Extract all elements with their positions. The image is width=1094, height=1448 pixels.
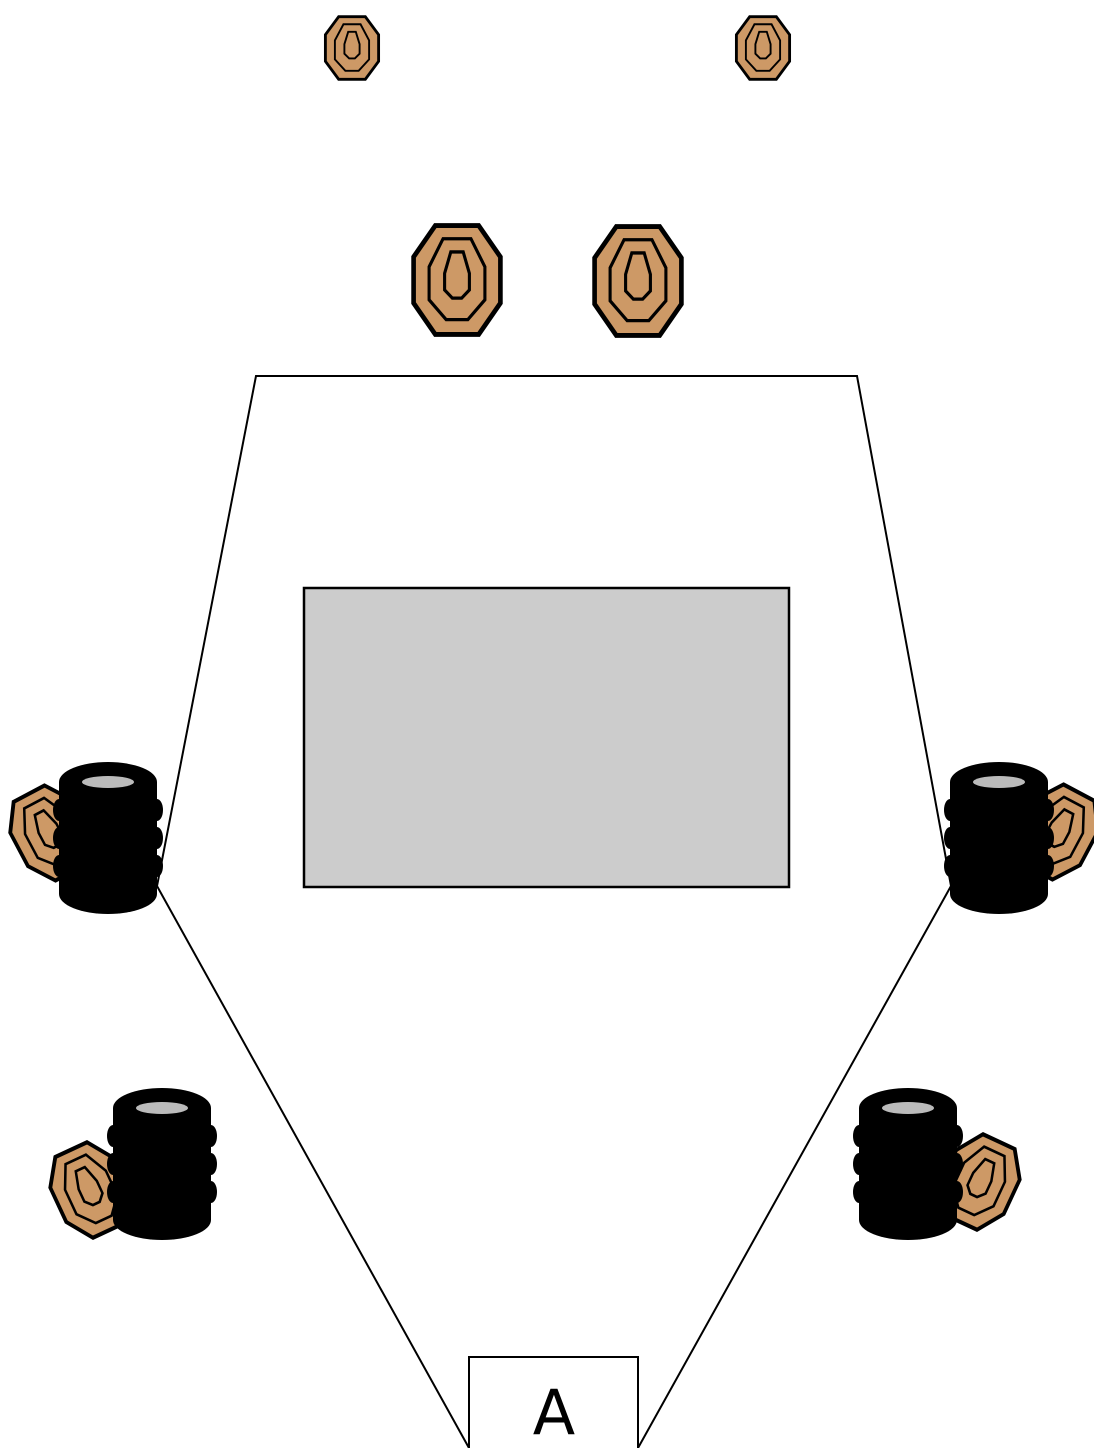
target-mid-right: [595, 227, 682, 336]
barrel-stack-lower-left: [107, 1088, 217, 1240]
start-box: A: [468, 1356, 639, 1448]
target-far-right: [734, 15, 792, 81]
target-mid-left: [414, 226, 501, 335]
barrel-stack-upper-left: [53, 762, 163, 914]
target-far-left: [323, 15, 381, 81]
barrel-stack-upper-right: [944, 762, 1054, 914]
start-box-label: A: [533, 1376, 575, 1448]
central-obstacle: [302, 586, 791, 889]
shooting-area-outline: [155, 375, 953, 1448]
barrel-stack-lower-right: [853, 1088, 963, 1240]
